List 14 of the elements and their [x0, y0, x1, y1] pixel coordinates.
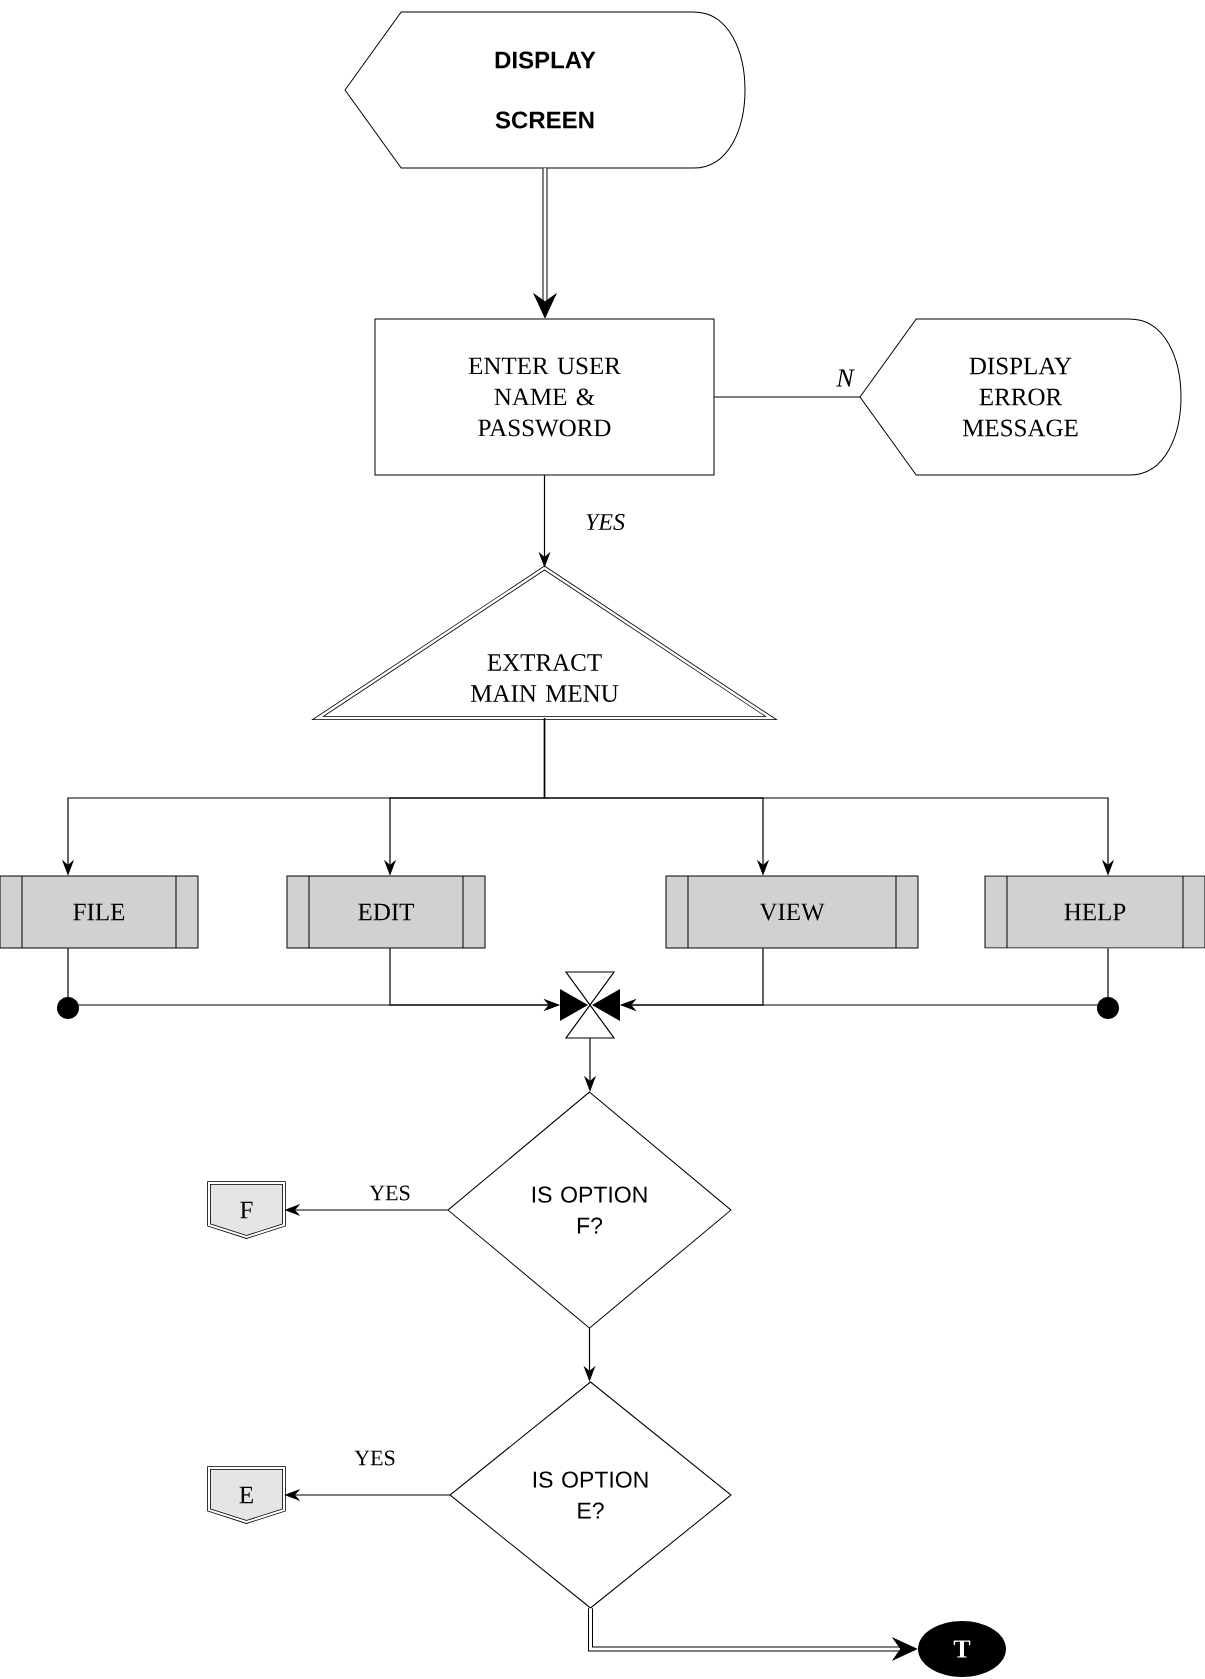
edge-label: YES	[353, 1449, 397, 1467]
menu-box: HELP	[984, 875, 1205, 949]
edge-label: YES	[368, 1184, 412, 1202]
menu-box: FILE	[0, 875, 199, 949]
menu-box: VIEW	[665, 875, 919, 949]
collator-symbol	[560, 971, 620, 1039]
edge-label: N	[835, 368, 855, 388]
off-page-connector: E	[207, 1466, 286, 1524]
edge-label: YES	[584, 512, 626, 532]
process-box: ENTER USER NAME & PASSWORD	[374, 318, 715, 476]
menu-box: EDIT	[286, 875, 486, 949]
arrow	[533, 168, 557, 319]
off-page-connector: F	[207, 1181, 286, 1239]
arrow	[588, 1608, 918, 1661]
